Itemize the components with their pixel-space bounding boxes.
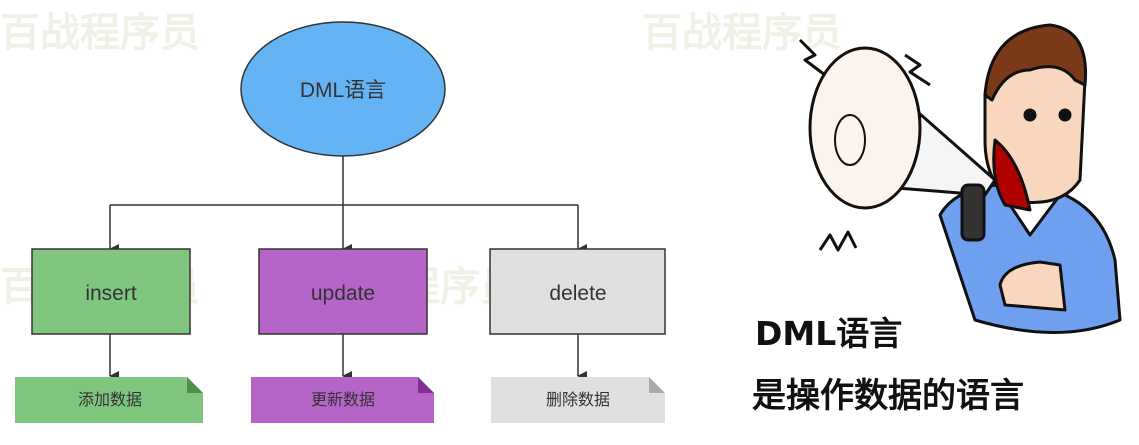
caption-title: DML语言 <box>755 314 902 353</box>
delete-note: 删除数据 <box>491 377 665 423</box>
delete-note-text: 删除数据 <box>546 390 610 409</box>
watermark: 百战程序员 <box>642 10 842 56</box>
caption-subtitle: 是操作数据的语言 <box>752 376 1024 416</box>
root-node: DML语言 <box>240 21 446 157</box>
root-label: DML语言 <box>300 79 386 102</box>
insert-node: insert <box>31 248 191 335</box>
delete-label: delete <box>549 282 606 305</box>
delete-node: delete <box>489 248 666 335</box>
megaphone-man-illustration <box>798 23 1122 334</box>
update-node: update <box>258 248 428 335</box>
watermark: 百战程序员 <box>0 10 200 56</box>
connectors <box>109 156 587 381</box>
insert-note-text: 添加数据 <box>78 390 142 409</box>
update-label: update <box>311 282 375 305</box>
update-note-text: 更新数据 <box>311 390 375 409</box>
update-note: 更新数据 <box>251 377 434 423</box>
insert-label: insert <box>85 282 137 305</box>
insert-note: 添加数据 <box>15 377 203 423</box>
